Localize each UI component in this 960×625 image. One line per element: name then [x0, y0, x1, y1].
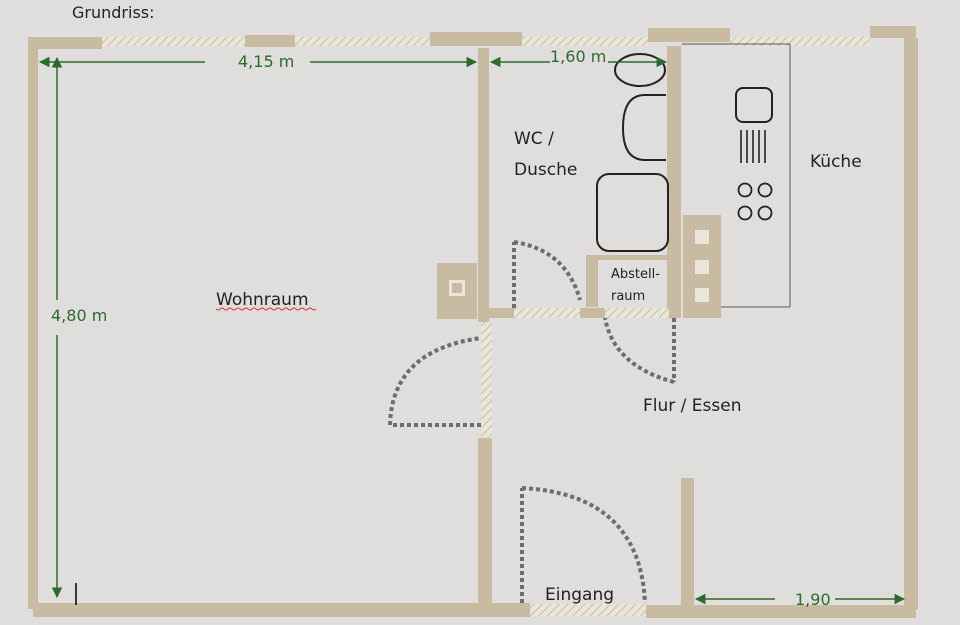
door-openings [481, 308, 669, 616]
pillar-details [449, 230, 709, 302]
room-label-storage-line2: raum [611, 289, 645, 304]
kitchen-width-label: 1,90 [795, 590, 831, 609]
room-label-bath-line2: Dusche [514, 160, 577, 180]
kitchen-sink-icon [735, 87, 773, 123]
room-label-entrance: Eingang [545, 585, 614, 605]
shower-tray-icon [596, 173, 669, 252]
plan-title: Grundriss: [72, 3, 155, 22]
door-swings [388, 240, 676, 604]
walls [28, 26, 918, 618]
living-depth-label: 4,80 m [51, 306, 107, 325]
room-label-hallway: Flur / Essen [643, 396, 742, 416]
stove-burners-icon [737, 182, 773, 221]
kitchen-counter [682, 43, 791, 308]
room-label-living: Wohnraum [216, 290, 309, 310]
window-strips [100, 37, 870, 46]
spellcheck-underline [215, 307, 317, 311]
room-label-kitchen: Küche [810, 152, 862, 172]
room-label-bath-line1: WC / [514, 129, 554, 149]
dimension-lines [38, 56, 906, 605]
drainboard-icon [740, 130, 766, 163]
living-width-label: 4,15 m [238, 52, 294, 71]
room-label-storage-line1: Abstell- [611, 267, 660, 282]
washbasin-icon [614, 53, 666, 87]
toilet-icon [621, 94, 666, 161]
bath-width-label: 1,60 m [550, 47, 606, 66]
